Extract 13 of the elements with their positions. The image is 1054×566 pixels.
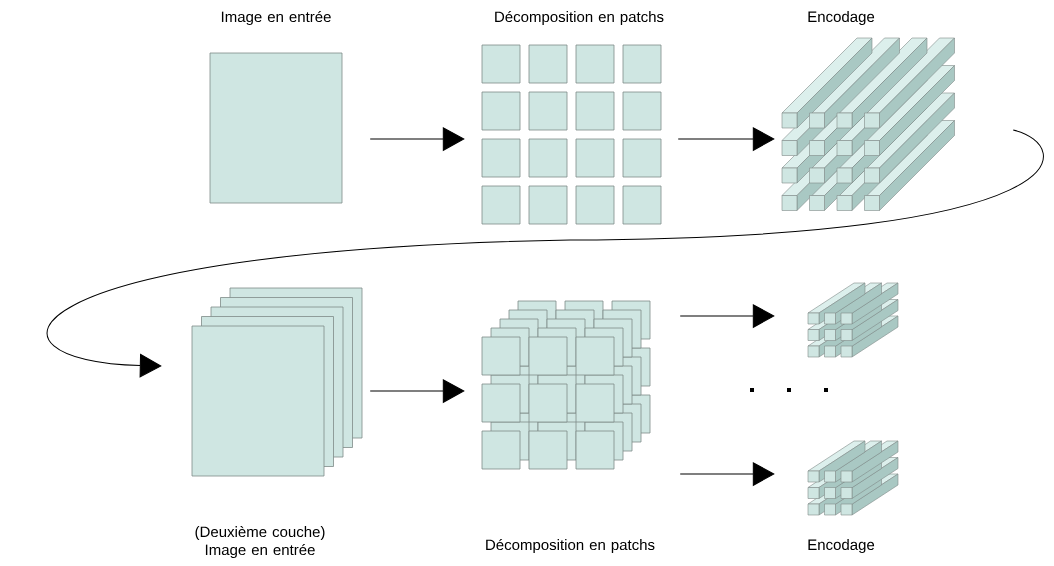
arrow [679,462,775,486]
caption-text: Décomposition en patchs [486,538,655,554]
caption-text: Encodage [808,539,875,553]
arrow [677,127,775,151]
arrow [369,127,465,151]
arrow [46,129,1044,378]
caption-text: Encodage [808,11,875,25]
caption-text: Décomposition en patchs [495,10,664,26]
arrow [369,379,465,403]
arrow [679,304,775,328]
encoding-bars-drawing [807,282,899,358]
caption-text: Image en entrée [221,10,331,26]
caption-text: (Deuxième couche) Image en entrée [195,525,325,559]
